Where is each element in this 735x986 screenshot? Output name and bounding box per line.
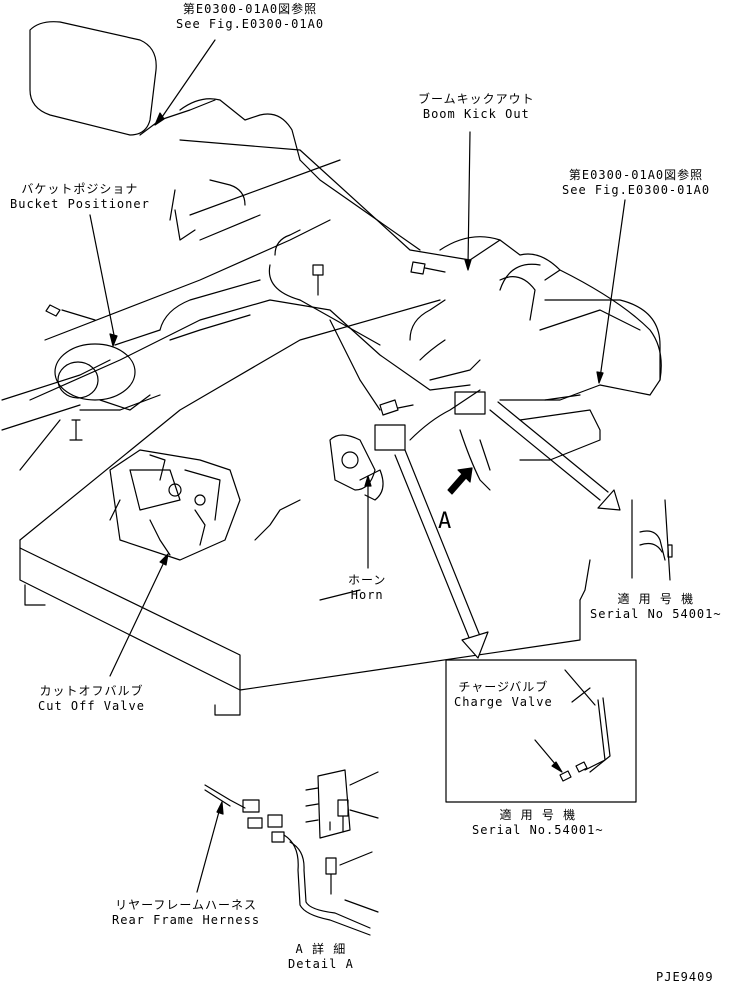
see-fig-right-jp: 第E0300-01A0図参照 bbox=[568, 168, 704, 182]
rear-frame-harness-jp: リヤーフレームハーネス bbox=[115, 898, 257, 912]
cut-off-valve-jp: カットオフバルブ bbox=[39, 684, 144, 698]
see-fig-top-jp: 第E0300-01A0図参照 bbox=[182, 2, 318, 16]
bucket-positioner-jp: バケットポジショナ bbox=[21, 182, 139, 196]
cut-off-valve-block bbox=[109, 449, 241, 561]
serial-callout-detail: 適 用 号 機 Serial No.54001~ bbox=[472, 808, 604, 838]
bolts bbox=[45, 261, 446, 895]
detail-a-jp: A 詳 細 bbox=[295, 942, 347, 956]
cut-off-valve-callout: カットオフバルブ Cut Off Valve bbox=[38, 684, 145, 714]
see-fig-callout-right: 第E0300-01A0図参照 See Fig.E0300-01A0 bbox=[562, 168, 710, 198]
detail-a-en: Detail A bbox=[288, 957, 354, 971]
rear-frame-harness-en: Rear Frame Herness bbox=[112, 913, 261, 927]
serial-detail-right bbox=[631, 499, 673, 581]
serial-detail-arrow bbox=[454, 391, 621, 511]
horn-callout: ホーン Horn bbox=[348, 573, 386, 603]
leader-lines bbox=[89, 39, 626, 893]
bucket-positioner-callout: バケットポジショナ Bucket Positioner bbox=[10, 182, 150, 212]
view-a-label: A bbox=[438, 509, 453, 534]
horn-jp: ホーン bbox=[348, 573, 387, 587]
horn bbox=[254, 434, 384, 541]
drawing-number: PJE9409 bbox=[656, 970, 714, 984]
charge-valve-jp: チャージバルブ bbox=[458, 680, 549, 694]
bucket-positioner-en: Bucket Positioner bbox=[10, 197, 150, 211]
serial-callout-right: 適 用 号 機 Serial No 54001~ bbox=[590, 592, 722, 622]
harness-cables bbox=[29, 219, 601, 491]
boom-kick-out-jp: ブームキックアウト bbox=[418, 92, 535, 106]
cut-off-valve-en: Cut Off Valve bbox=[38, 699, 145, 713]
see-fig-callout-top: 第E0300-01A0図参照 See Fig.E0300-01A0 bbox=[176, 2, 324, 32]
boom-kick-out-callout: ブームキックアウト Boom Kick Out bbox=[418, 92, 535, 122]
see-fig-top-en: See Fig.E0300-01A0 bbox=[176, 17, 325, 31]
detail-a-caption: A 詳 細 Detail A bbox=[288, 942, 354, 972]
charge-valve-detail-box bbox=[445, 659, 637, 803]
left-shaft bbox=[1, 309, 161, 431]
view-a-arrow bbox=[447, 467, 473, 495]
charge-valve-en: Charge Valve bbox=[454, 695, 553, 709]
boom-kick-out-en: Boom Kick Out bbox=[422, 107, 530, 121]
see-fig-right-en: See Fig.E0300-01A0 bbox=[562, 183, 711, 197]
serial-right-jp: 適 用 号 機 bbox=[617, 592, 695, 606]
serial-detail-jp: 適 用 号 機 bbox=[499, 808, 577, 822]
rear-frame-harness-callout: リヤーフレームハーネス Rear Frame Herness bbox=[112, 898, 260, 928]
frame-plate bbox=[19, 299, 591, 716]
top-left-tank bbox=[29, 21, 301, 161]
detail-a-arrow bbox=[374, 424, 489, 659]
horn-en: Horn bbox=[350, 588, 384, 602]
rear-frame-structure bbox=[169, 139, 662, 396]
serial-right-en: Serial No 54001~ bbox=[590, 607, 722, 621]
charge-valve-callout: チャージバルブ Charge Valve bbox=[454, 680, 553, 710]
serial-detail-en: Serial No.54001~ bbox=[472, 823, 604, 837]
detail-a-harness bbox=[204, 769, 379, 936]
right-tank bbox=[499, 263, 661, 461]
